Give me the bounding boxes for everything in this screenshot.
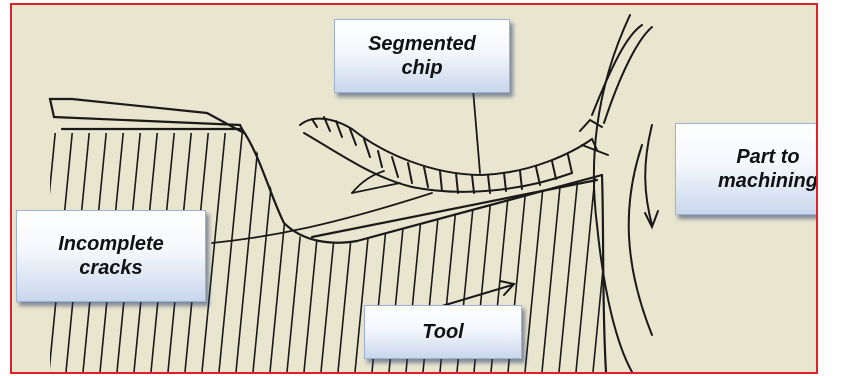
part-curves <box>592 15 652 372</box>
segmented-chip-shape <box>300 117 608 193</box>
label-incomplete-cracks: Incomplete cracks <box>16 210 206 302</box>
diagram-frame: Segmented chip Part to machining Incompl… <box>10 3 818 374</box>
hatch-stroke <box>644 125 668 372</box>
label-segmented-chip: Segmented chip <box>334 19 510 93</box>
label-tool: Tool <box>364 305 522 359</box>
label-part-to-machining: Part to machining <box>675 123 818 215</box>
